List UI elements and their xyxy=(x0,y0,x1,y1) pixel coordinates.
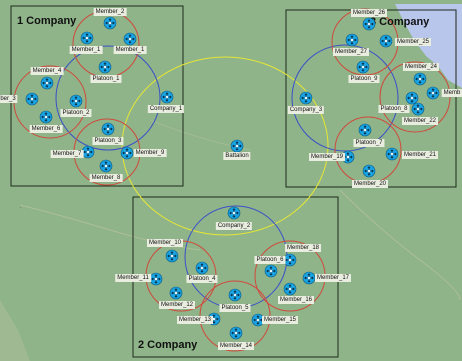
member-24-label: Member_24 xyxy=(402,63,440,71)
company-1-label: Company_1 xyxy=(147,105,185,113)
platoon-8-ring xyxy=(379,61,451,133)
battalion-label: Battalion xyxy=(223,152,251,160)
member-6-label: Member_6 xyxy=(29,125,63,133)
member-12-unit-icon[interactable] xyxy=(169,286,183,300)
member-21-unit-icon[interactable] xyxy=(385,147,399,161)
platoon-3-unit-icon[interactable] xyxy=(101,122,115,136)
member-1b-label: Member_1 xyxy=(113,46,147,54)
member-23-unit-icon[interactable] xyxy=(426,86,440,100)
member-21-label: Member_21 xyxy=(401,151,439,159)
member-3-label: ber_3 xyxy=(0,95,18,103)
member-22-label: Member_22 xyxy=(401,117,439,125)
place-name: ꞏ xyxy=(20,205,22,210)
platoon-7-label: Platoon_7 xyxy=(353,139,385,147)
company-1-title: 1 Company xyxy=(17,15,77,27)
platoon-8-label: Platoon_8 xyxy=(378,105,410,113)
member-16-label: Member_16 xyxy=(277,296,315,304)
member-26-unit-icon[interactable] xyxy=(362,17,376,31)
member-11-label: Member_11 xyxy=(115,274,151,282)
platoon-9-unit-icon[interactable] xyxy=(356,60,370,74)
platoon-1-label: Platoon_1 xyxy=(90,75,122,83)
company-2-label: Company_2 xyxy=(215,222,253,230)
member-25-unit-icon[interactable] xyxy=(379,34,393,48)
company-2-unit-icon[interactable] xyxy=(227,206,241,220)
platoon-4-unit-icon[interactable] xyxy=(195,261,209,275)
platoon-3-label: Platoon_3 xyxy=(92,137,124,145)
member-11-unit-icon[interactable] xyxy=(149,272,163,286)
member-25-label: Member_25 xyxy=(394,38,432,46)
member-1-unit-icon[interactable] xyxy=(80,31,94,45)
platoon-6-unit-icon[interactable] xyxy=(264,264,278,278)
company-2-title: 2 Company xyxy=(138,339,198,351)
platoon-6-label: Platoon_6 xyxy=(254,256,286,264)
platoon-8-unit-icon[interactable] xyxy=(405,91,419,105)
battalion-ring xyxy=(121,56,329,236)
member-14-unit-icon[interactable] xyxy=(229,326,243,340)
member-27-unit-icon[interactable] xyxy=(345,33,359,47)
battalion-unit-icon[interactable] xyxy=(230,139,244,153)
water-area xyxy=(395,4,462,88)
member-2-unit-icon[interactable] xyxy=(103,16,117,30)
company-3-title: 3 Company xyxy=(370,16,430,28)
platoon-7-unit-icon[interactable] xyxy=(358,123,372,137)
member-17-unit-icon[interactable] xyxy=(302,271,316,285)
member-12-label: Member_12 xyxy=(158,301,196,309)
platoon-5-label: Platoon_5 xyxy=(219,304,251,312)
member-22-unit-icon[interactable] xyxy=(411,102,425,116)
member-20-label: Member_20 xyxy=(351,180,389,188)
member-10-unit-icon[interactable] xyxy=(165,249,179,263)
company-3-unit-icon[interactable] xyxy=(299,91,313,105)
member-15-label: Member_15 xyxy=(261,316,299,324)
platoon-4-label: Platoon_4 xyxy=(186,275,218,283)
company-3-label: Company_3 xyxy=(287,106,325,114)
member-9-label: Member_9 xyxy=(133,149,167,157)
platoon-1-unit-icon[interactable] xyxy=(98,60,112,74)
member-7-unit-icon[interactable] xyxy=(81,145,95,159)
member-26-label: Member_26 xyxy=(350,9,388,17)
member-2-label: Member_2 xyxy=(93,8,127,16)
member-27-label: Member_27 xyxy=(332,48,370,56)
member-10-label: Member_10 xyxy=(146,239,184,247)
member-5-unit-icon[interactable] xyxy=(39,110,53,124)
platoon-9-label: Platoon_9 xyxy=(348,75,380,83)
member-20-unit-icon[interactable] xyxy=(362,164,376,178)
member-18-unit-icon[interactable] xyxy=(283,253,297,267)
member-15-unit-icon[interactable] xyxy=(251,313,265,327)
member-24-unit-icon[interactable] xyxy=(413,72,427,86)
member-17-label: Member_17 xyxy=(314,274,352,282)
member-9-unit-icon[interactable] xyxy=(120,146,134,160)
member-4-unit-icon[interactable] xyxy=(40,76,54,90)
member-13-label: Member_13 xyxy=(176,316,214,324)
platoon-2-label: Platoon_2 xyxy=(60,109,92,117)
platoon-5-unit-icon[interactable] xyxy=(228,288,242,302)
company-1-ring xyxy=(55,45,161,151)
member-4-label: Member_4 xyxy=(30,67,64,75)
member-3-unit-icon[interactable] xyxy=(25,92,39,106)
member-14-label: Member_14 xyxy=(217,342,255,350)
member-1b-unit-icon[interactable] xyxy=(123,32,137,46)
member-19-label: Member_19 xyxy=(308,153,346,161)
member-1-label: Member_1 xyxy=(69,46,103,54)
company-1-unit-icon[interactable] xyxy=(160,90,174,104)
member-23-label: Memb xyxy=(441,89,462,97)
platoon-2-unit-icon[interactable] xyxy=(69,94,83,108)
member-7-label: Member_7 xyxy=(50,150,84,158)
member-18-label: Member_18 xyxy=(284,244,322,252)
member-8-unit-icon[interactable] xyxy=(99,159,113,173)
member-8-label: Member_8 xyxy=(89,174,123,182)
member-16-unit-icon[interactable] xyxy=(283,282,297,296)
company-3-ring xyxy=(291,44,399,152)
